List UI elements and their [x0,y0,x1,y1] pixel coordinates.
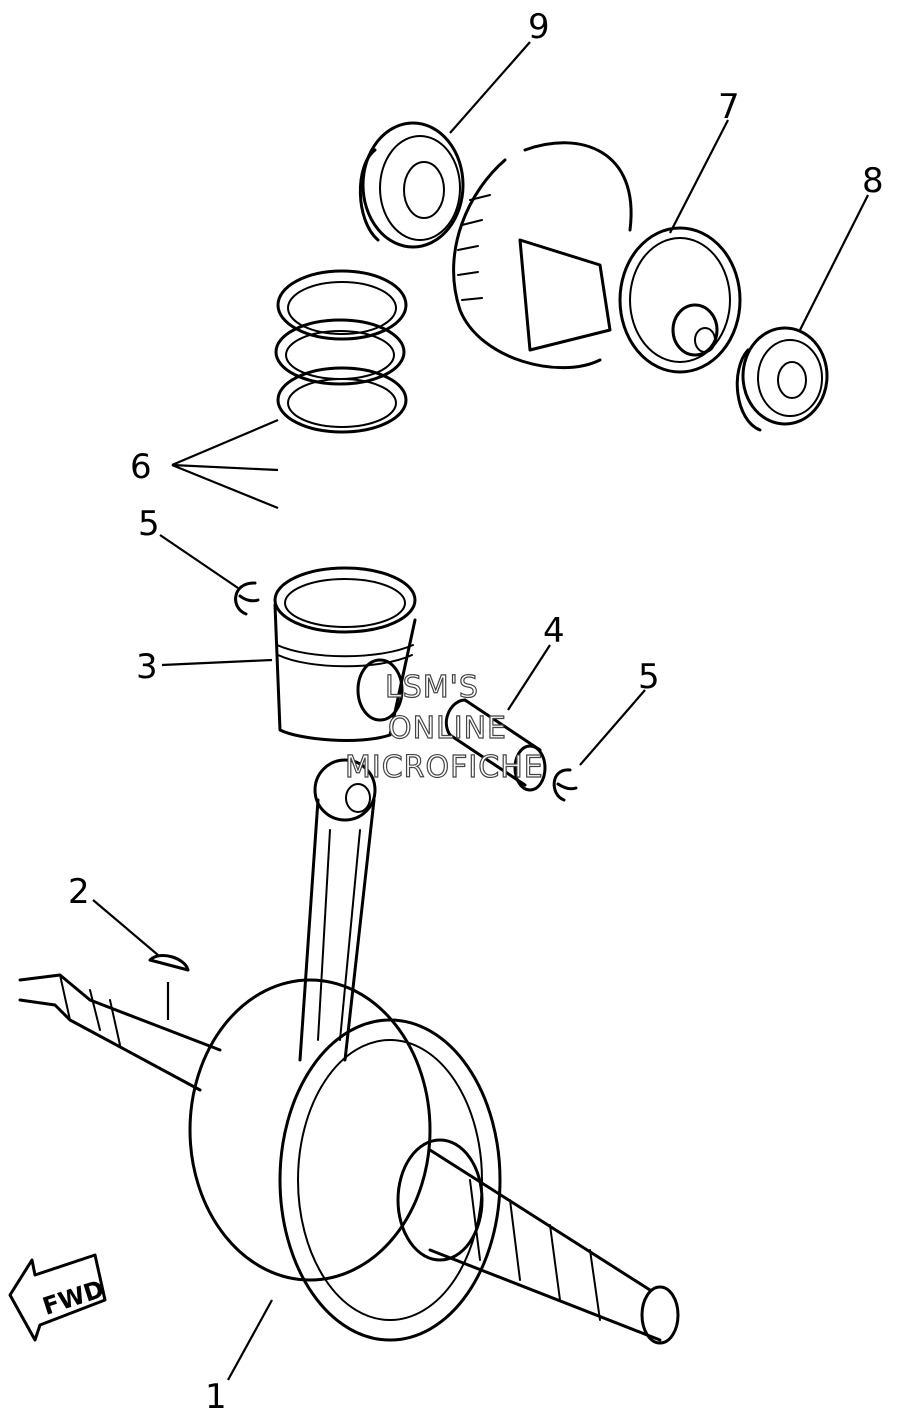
watermark-line3: MICROFICHE [345,750,544,785]
crankshaft-assembly [18,758,680,1345]
callout-6: 6 [130,447,152,487]
piston-pin [444,698,547,792]
piston [273,566,417,742]
callout-2: 2 [68,872,90,912]
circlip-left [234,581,260,616]
piston-rings [274,269,408,434]
woodruff-key [148,954,190,972]
watermark-line2: ONLINE [388,711,507,746]
fwd-label: FWD [39,1275,107,1321]
callout-4: 4 [543,611,565,651]
fwd-arrow: FWD [8,1253,108,1342]
callout-9: 9 [528,7,550,47]
bearing-right [735,326,829,432]
balancer-shaft [452,141,742,374]
callout-1: 1 [205,1377,227,1417]
callout-5-right: 5 [638,657,660,697]
circlip-right [552,768,578,802]
watermark-line1: LSM'S [385,670,479,705]
callout-7: 7 [718,87,740,127]
callout-5-left: 5 [138,504,160,544]
leader-lines [92,41,869,1381]
watermark: LSM'S ONLINE MICROFICHE [344,669,544,785]
callout-3: 3 [136,647,158,687]
bearing-top [358,121,465,249]
callout-8: 8 [862,161,884,201]
